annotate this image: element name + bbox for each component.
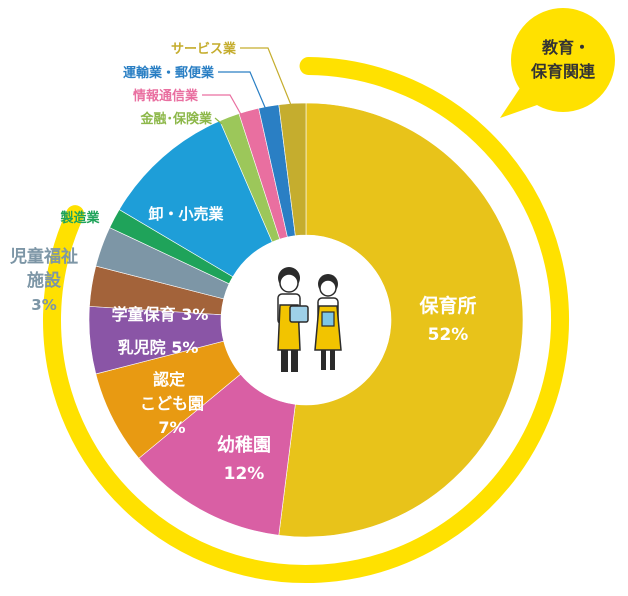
group-bubble-circle [511,8,615,112]
label-youchien-value: 12% [224,464,265,484]
label-nintei-line2: こども園 [140,394,204,413]
label-kinyu: 金融･保険業 [139,111,213,127]
label-nintei-value: 7% [158,418,185,437]
leader-service [240,47,294,111]
leader-unyu [218,71,268,113]
label-oroshi: 卸・小売業 [148,205,224,223]
label-jidou-value: 3% [31,296,56,314]
label-seizo: 製造業 [59,210,100,226]
teachers-illustration [277,267,342,372]
label-jidou-line2: 施設 [27,270,62,291]
label-gakudou: 学童保育 3% [112,305,209,324]
group-bubble-line2: 保育関連 [530,62,596,81]
label-nyujiin: 乳児院 5% [118,338,199,357]
group-ring-arc [43,57,569,583]
leader-kinyu [214,117,223,125]
label-unyu: 運輸業・郵便業 [123,65,215,81]
label-youchien-name: 幼稚園 [217,434,271,456]
label-joho: 情報通信業 [133,88,199,104]
label-jidou-line1: 児童福祉 [9,246,78,267]
group-bubble-tail [500,88,540,118]
slices [88,102,524,538]
label-nintei-line1: 認定 [153,370,185,389]
group-bubble: 教育・ 保育関連 [500,8,615,118]
leader-lines [202,47,294,125]
leader-joho [202,94,244,119]
group-bubble-line1: 教育・ [542,38,590,57]
label-hoikusho-name: 保育所 [418,294,476,317]
label-hoikusho-value: 52% [428,325,469,345]
label-service: サービス業 [171,41,237,57]
